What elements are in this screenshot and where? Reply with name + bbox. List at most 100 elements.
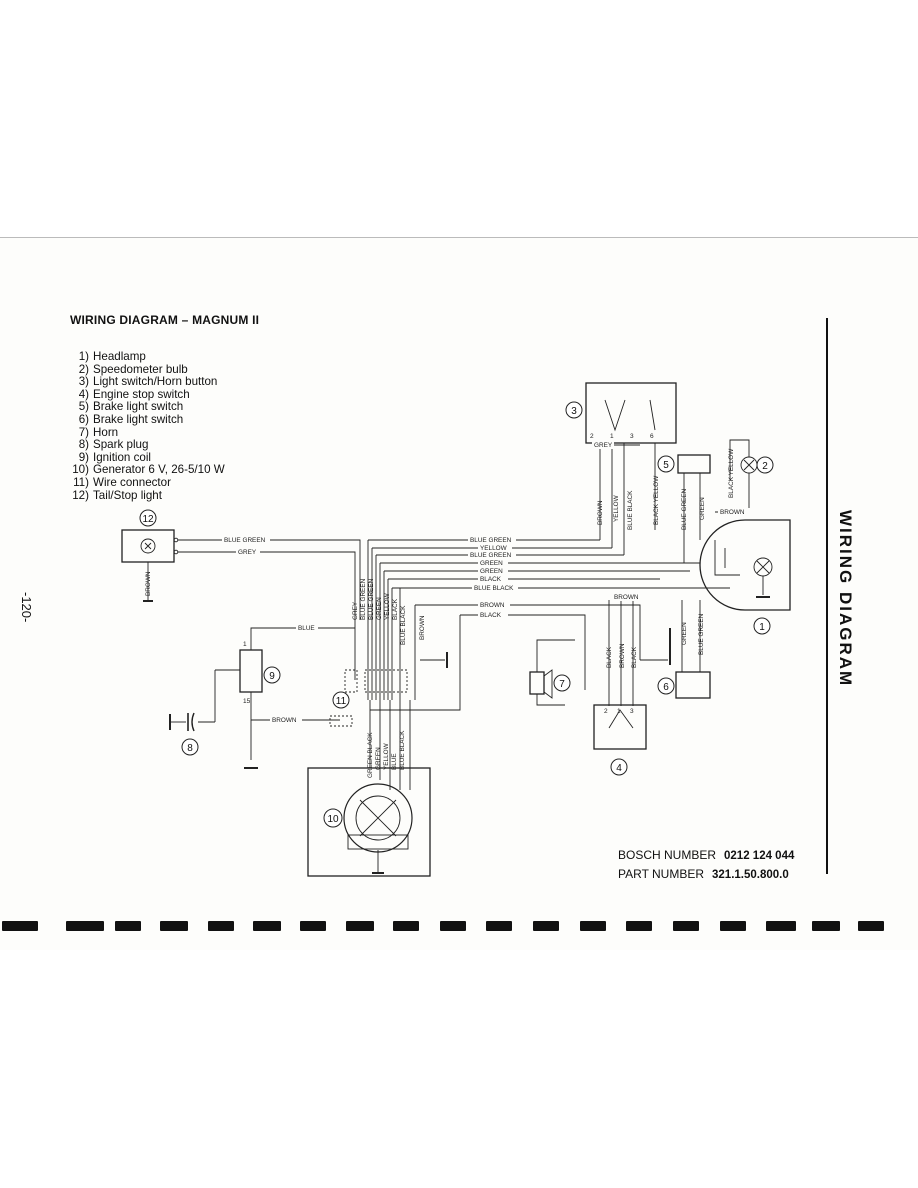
terminal-label: 2 bbox=[604, 708, 608, 715]
wire-label: BLUE BLACK bbox=[474, 585, 514, 592]
wire-label: BLUE bbox=[391, 753, 398, 770]
wire-label: BLUE BLACK bbox=[627, 490, 634, 530]
page-title: WIRING DIAGRAM – MAGNUM II bbox=[70, 313, 260, 327]
component-label: 9 bbox=[269, 671, 275, 682]
legend-item: 8)Spark plug bbox=[78, 438, 149, 452]
component-label: 2 bbox=[762, 461, 768, 472]
dash bbox=[486, 921, 512, 931]
dash bbox=[673, 921, 699, 931]
wire-connector bbox=[329, 669, 408, 727]
terminal-label: 1 bbox=[243, 641, 247, 648]
wire-label: BROWN bbox=[480, 602, 505, 609]
component-label: 4 bbox=[616, 763, 622, 774]
component-label: 7 bbox=[559, 679, 565, 690]
wire-label: GREY bbox=[352, 601, 359, 620]
wire-label: BLUE BLACK bbox=[400, 605, 407, 645]
wire-label: BROWN bbox=[619, 643, 626, 668]
horn bbox=[529, 639, 575, 706]
dash bbox=[626, 921, 652, 931]
dash bbox=[346, 921, 374, 931]
bottom-dash-border bbox=[0, 921, 918, 933]
component-label: 3 bbox=[571, 406, 577, 417]
wire-label: GREEN bbox=[376, 597, 383, 620]
speedometer-bulb bbox=[715, 439, 758, 513]
dash bbox=[440, 921, 466, 931]
wire-label: BLUE bbox=[298, 625, 315, 632]
dash bbox=[766, 921, 796, 931]
wire-label: GREEN bbox=[375, 747, 382, 770]
wire-label: BROWN bbox=[597, 500, 604, 525]
spark-plug bbox=[169, 712, 195, 732]
legend-item: 5)Brake light switch bbox=[78, 400, 184, 414]
wire-label: BROWN bbox=[272, 717, 297, 724]
dash bbox=[393, 921, 419, 931]
wire-label: YELLOW bbox=[613, 494, 620, 522]
legend-item: 6)Brake light switch bbox=[78, 412, 184, 426]
terminal-label: 3 bbox=[630, 708, 634, 715]
headlamp bbox=[699, 519, 791, 611]
dash bbox=[160, 921, 188, 931]
component-label: 1 bbox=[759, 622, 765, 633]
wire-label: BLUE GREEN bbox=[681, 488, 688, 530]
component-label: 10 bbox=[327, 814, 339, 825]
top-edge-line bbox=[0, 237, 918, 238]
legend-item: 11)Wire connector bbox=[73, 475, 171, 489]
legend-item: 3)Light switch/Horn button bbox=[78, 375, 218, 389]
dash bbox=[533, 921, 559, 931]
wire-label: BLACK bbox=[480, 576, 502, 583]
page-sheet bbox=[0, 237, 918, 950]
legend-item: 1)Headlamp bbox=[78, 350, 146, 363]
dash bbox=[208, 921, 234, 931]
wire-label: BLUE BLACK bbox=[399, 730, 406, 770]
dash bbox=[858, 921, 884, 931]
component-label: 12 bbox=[142, 514, 154, 525]
component-label: 8 bbox=[187, 743, 193, 754]
component-label: 5 bbox=[663, 460, 669, 471]
engine-stop-switch bbox=[593, 600, 647, 750]
dash bbox=[66, 921, 104, 931]
wire-label: BROWN bbox=[614, 594, 639, 601]
wire-label: GREY bbox=[594, 442, 613, 449]
wire-label: GREEN bbox=[699, 497, 706, 520]
dash bbox=[580, 921, 606, 931]
wire-label: BLUE GREEN bbox=[360, 578, 367, 620]
wire-label: BLUE GREEN bbox=[470, 552, 512, 559]
wire-label: BLACK YELLOW bbox=[653, 475, 660, 525]
brake-light-switch-front bbox=[677, 454, 711, 563]
terminal-label: 6 bbox=[650, 433, 654, 440]
legend-item: 10)Generator 6 V, 26-5/10 W bbox=[72, 463, 225, 477]
generator bbox=[307, 700, 431, 877]
dash bbox=[2, 921, 38, 931]
wire-label: GREEN bbox=[480, 560, 503, 567]
terminal-label: 1 bbox=[617, 708, 621, 715]
brake-light-switch-rear bbox=[640, 600, 711, 699]
terminal-label: 1 bbox=[610, 433, 614, 440]
wire-label: BLACK bbox=[392, 598, 399, 620]
component-label: 11 bbox=[336, 696, 347, 707]
wire-label: BROWN bbox=[419, 615, 426, 640]
legend-item: 7)Horn bbox=[78, 425, 119, 439]
legend-item: 9)Ignition coil bbox=[78, 450, 152, 464]
wire-label: GREEN bbox=[681, 622, 688, 645]
wire-label: BLACK bbox=[631, 646, 638, 668]
wire-label: YELLOW bbox=[384, 592, 391, 620]
wire-label: GREY bbox=[238, 549, 257, 556]
terminal-label: 3 bbox=[630, 433, 634, 440]
wire-label: BLACK YELLOW bbox=[728, 448, 735, 498]
vertical-rule bbox=[826, 318, 828, 874]
ignition-coil bbox=[198, 627, 355, 769]
wire-label: GREEN bbox=[480, 568, 503, 575]
wire-label: BLUE GREEN bbox=[470, 537, 512, 544]
terminal-label: 2 bbox=[590, 433, 594, 440]
wire-label: BLUE GREEN bbox=[368, 578, 375, 620]
dash bbox=[253, 921, 281, 931]
terminal-label: 15 bbox=[243, 698, 251, 705]
legend-item: 2)Speedometer bulb bbox=[78, 362, 188, 376]
wire-label: GREEN BLACK bbox=[367, 732, 374, 778]
legend-item: 12)Tail/Stop light bbox=[72, 488, 162, 502]
wire-label: YELLOW bbox=[480, 545, 508, 552]
dash bbox=[115, 921, 141, 931]
